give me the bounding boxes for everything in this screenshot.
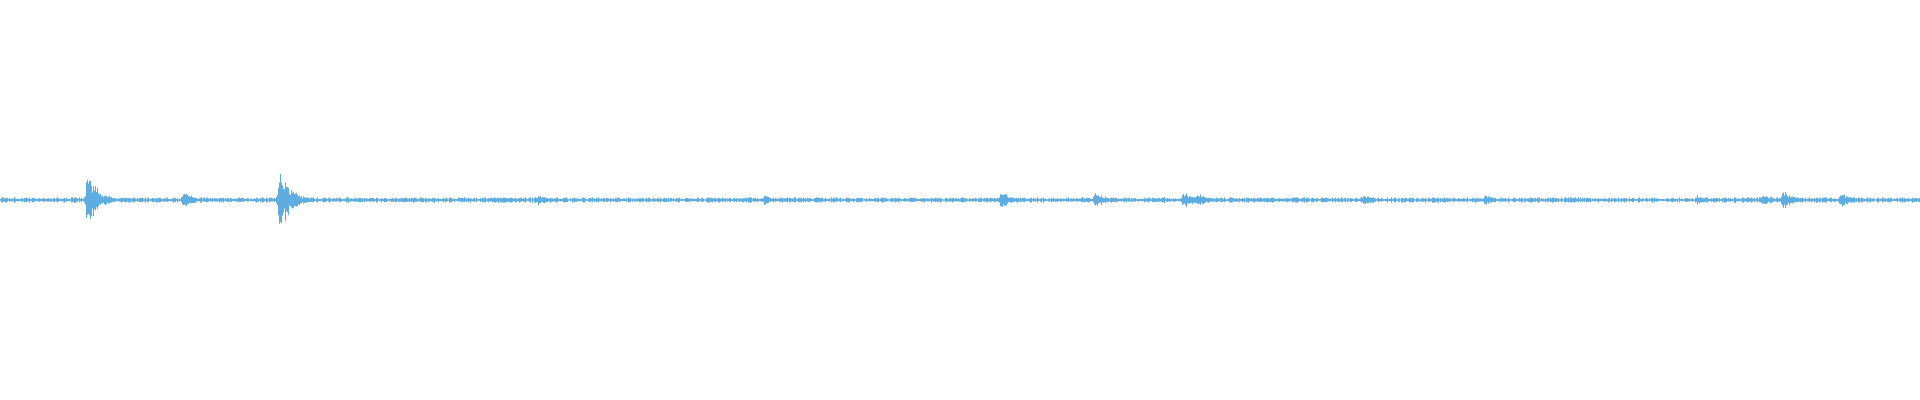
waveform-signal [0,173,1920,224]
